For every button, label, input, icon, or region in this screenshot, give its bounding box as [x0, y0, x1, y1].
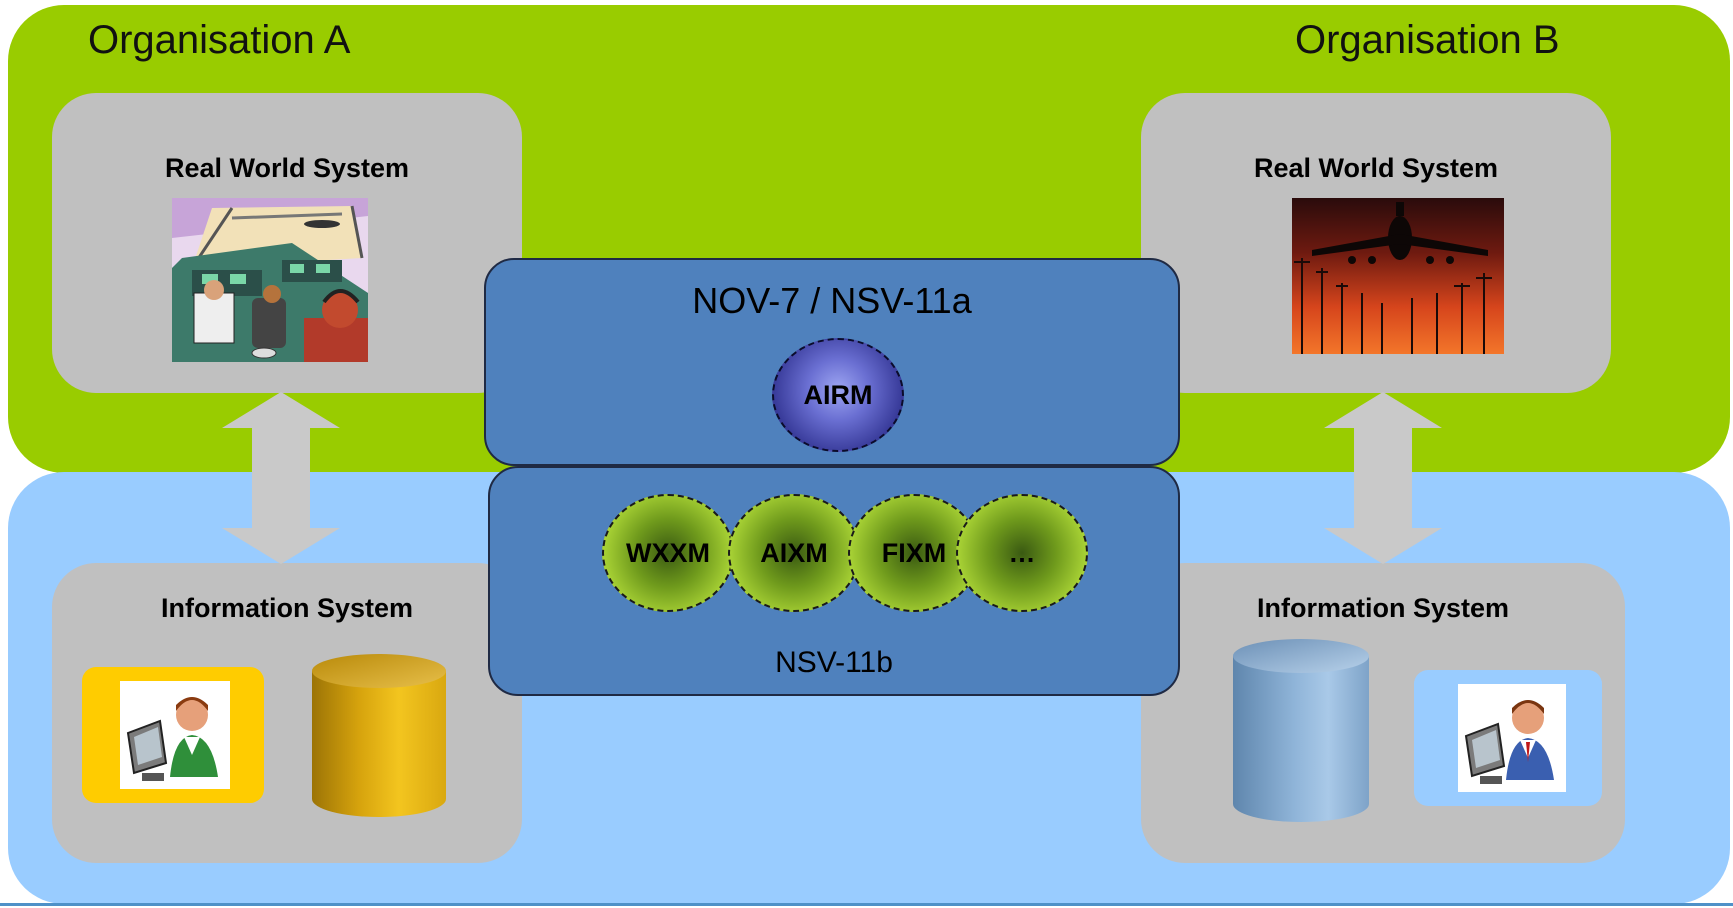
org-a-double-arrow-icon	[222, 392, 340, 564]
org-a-information-system-title: Information System	[160, 593, 414, 623]
nsv11b-panel: WXXM AIXM FIXM … NSV-11b	[488, 466, 1180, 696]
user-at-computer-icon	[1458, 684, 1566, 792]
wxxm-oval: WXXM	[602, 494, 734, 612]
airm-oval-label: AIRM	[803, 379, 873, 410]
org-b-real-world-box: Real World System	[1141, 93, 1611, 393]
more-oval-label: …	[1008, 537, 1036, 568]
org-b-database-icon	[1231, 638, 1371, 824]
org-b-real-world-title: Real World System	[1253, 153, 1499, 183]
org-b-information-system-box: Information System	[1141, 563, 1625, 863]
airplane-sunset-photo-icon	[1292, 198, 1504, 354]
aixm-oval: AIXM	[728, 494, 860, 612]
org-b-double-arrow-icon	[1324, 392, 1442, 564]
wxxm-oval-label: WXXM	[626, 537, 710, 568]
org-a-real-world-title: Real World System	[164, 153, 410, 183]
more-oval: …	[956, 494, 1088, 612]
atc-tower-clipart-icon	[172, 198, 368, 362]
nov7-nsv11a-label: NOV-7 / NSV-11a	[692, 280, 972, 321]
nov7-nsv11a-panel: NOV-7 / NSV-11a AIRM	[484, 258, 1180, 466]
org-a-user-panel	[82, 667, 264, 803]
org-a-database-icon	[310, 653, 448, 819]
user-at-computer-icon	[120, 681, 230, 789]
airm-oval: AIRM	[772, 338, 904, 452]
nsv11b-label: NSV-11b	[775, 646, 893, 679]
fixm-oval: FIXM	[848, 494, 980, 612]
fixm-oval-label: FIXM	[881, 537, 947, 568]
bottom-divider	[0, 903, 1733, 906]
organisation-a-label: Organisation A	[88, 18, 351, 62]
org-b-user-panel	[1414, 670, 1602, 806]
organisation-b-label: Organisation B	[1295, 18, 1560, 62]
org-b-information-system-title: Information System	[1256, 593, 1510, 623]
aixm-oval-label: AIXM	[760, 537, 828, 568]
org-a-information-system-box: Information System	[52, 563, 522, 863]
org-a-real-world-box: Real World System	[52, 93, 522, 393]
